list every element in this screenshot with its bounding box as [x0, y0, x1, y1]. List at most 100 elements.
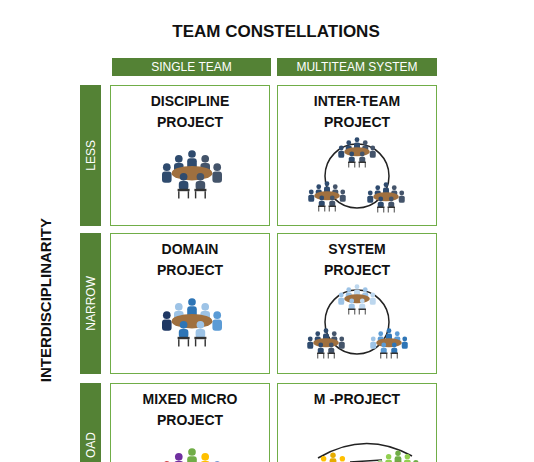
person-head: [197, 321, 205, 329]
person-head: [201, 453, 209, 461]
person-head: [363, 140, 368, 145]
person-head: [325, 181, 330, 186]
person-head: [308, 337, 313, 342]
header-label: LESS: [84, 140, 98, 171]
person-head: [387, 328, 392, 333]
person-body: [378, 202, 384, 208]
person-head: [201, 303, 209, 311]
person-body: [174, 461, 184, 462]
person-body: [394, 336, 400, 342]
person-head: [175, 155, 183, 163]
chair-seat: [329, 206, 337, 208]
chair-leg: [365, 163, 366, 168]
person-head: [213, 163, 221, 171]
project-title: INTER-TEAM PROJECT: [295, 91, 419, 133]
person-head: [180, 321, 188, 329]
chair-leg: [348, 310, 349, 315]
person-head: [163, 311, 171, 319]
chair-seat: [377, 207, 385, 209]
person-body: [349, 157, 355, 163]
person-body: [399, 196, 405, 203]
person-body: [370, 151, 376, 158]
person-body: [354, 289, 360, 298]
team-table: [373, 192, 399, 201]
person-head: [413, 460, 418, 462]
chair-leg: [204, 191, 205, 198]
team-icon: [162, 150, 222, 198]
person-body: [346, 292, 352, 298]
person-body: [391, 348, 397, 354]
person-body: [324, 186, 330, 195]
team-ring: [325, 144, 389, 208]
chair-leg: [324, 207, 325, 212]
person-body: [388, 202, 394, 208]
chair-leg: [328, 354, 329, 359]
person-head: [392, 185, 397, 190]
person-head: [321, 456, 326, 461]
person-head: [355, 284, 360, 289]
person-body: [162, 172, 172, 183]
team-table: [313, 338, 339, 347]
chair-leg: [388, 208, 389, 213]
person-body: [386, 333, 392, 342]
team-table: [344, 147, 370, 156]
person-body: [339, 342, 345, 349]
chair-seat: [359, 162, 367, 164]
chair-leg: [334, 354, 335, 359]
team-icon: [312, 453, 355, 462]
person-head: [333, 184, 338, 189]
person-head: [188, 150, 196, 158]
person-body: [187, 456, 197, 462]
row-header: LESS: [80, 85, 101, 226]
person-body: [196, 329, 206, 338]
chair-seat: [194, 337, 206, 339]
person-head: [371, 337, 376, 342]
chair-leg: [377, 208, 378, 213]
person-head: [188, 298, 196, 306]
person-body: [318, 348, 324, 354]
diagram-title: TEAM CONSTELLATIONS: [112, 22, 440, 42]
person-head: [370, 146, 375, 151]
person-head: [375, 185, 380, 190]
axis-title: INTERDISCIPLINARITY: [37, 218, 54, 382]
person-body: [346, 145, 352, 151]
person-body: [338, 151, 344, 158]
person-head: [315, 331, 320, 336]
person-body: [404, 460, 411, 462]
person-head: [180, 173, 188, 181]
axis-title-box: INTERDISCIPLINARITY: [34, 190, 56, 410]
person-body: [323, 333, 329, 342]
chair-seat: [178, 337, 190, 339]
chair-leg: [380, 354, 381, 359]
project-cell: DISCIPLINE PROJECT: [110, 85, 270, 226]
person-body: [187, 158, 197, 173]
person-head: [346, 287, 351, 292]
chair-seat: [318, 206, 326, 208]
person-head: [316, 184, 321, 189]
team-icon: [370, 328, 408, 358]
person-body: [375, 190, 381, 196]
person-head: [339, 146, 344, 151]
person-head: [389, 197, 394, 202]
team-table: [376, 338, 402, 347]
chair-leg: [204, 339, 205, 346]
chair-leg: [178, 191, 179, 198]
person-body: [391, 190, 397, 196]
person-body: [338, 298, 344, 305]
person-head: [360, 152, 365, 157]
person-body: [402, 342, 408, 349]
person-body: [200, 461, 210, 462]
team-icon: [162, 298, 222, 346]
chair-leg: [178, 339, 179, 346]
person-body: [319, 201, 325, 207]
person-body: [354, 142, 360, 151]
chair-leg: [359, 163, 360, 168]
person-body: [307, 342, 313, 349]
person-body: [316, 189, 322, 195]
person-head: [175, 303, 183, 311]
team-icon: [162, 448, 222, 462]
team-ring: [325, 290, 389, 354]
person-body: [331, 336, 337, 342]
person-head: [175, 453, 183, 461]
